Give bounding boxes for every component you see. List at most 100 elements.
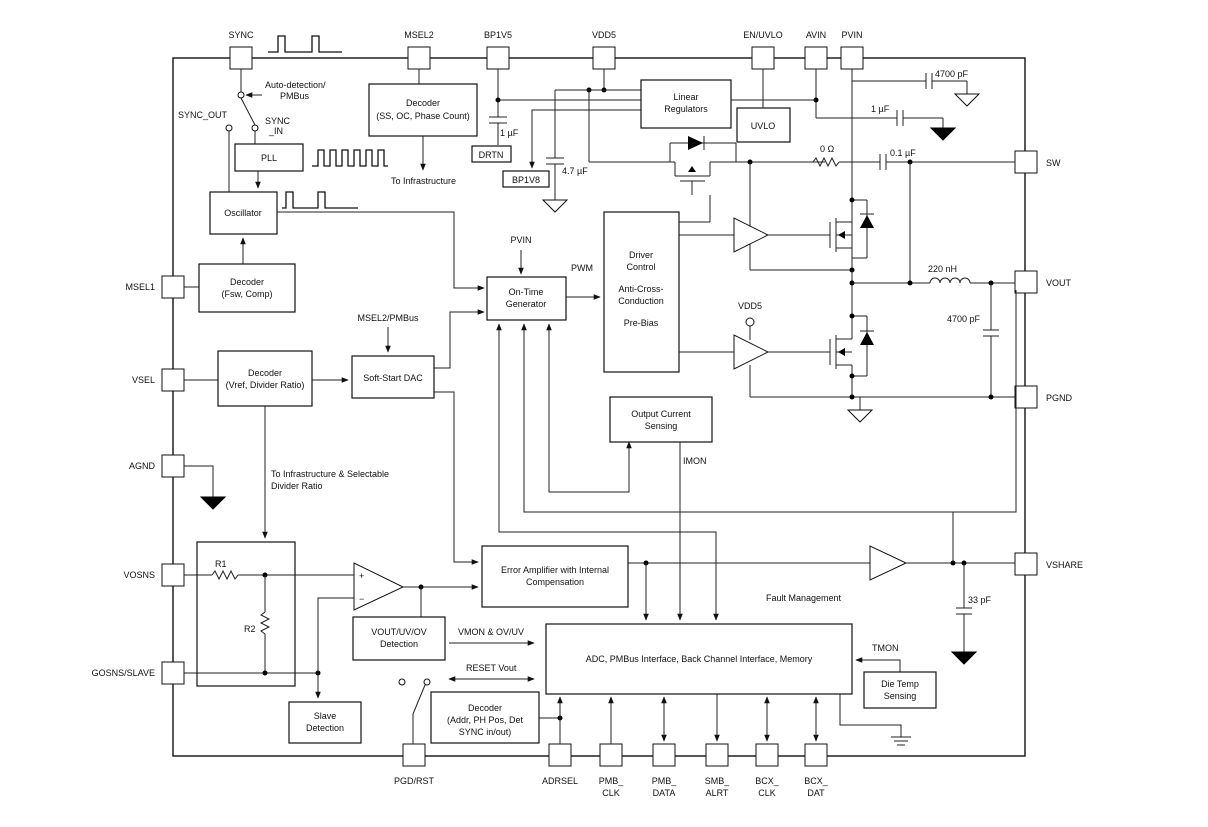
decoder-fsw-comp-block: Decoder (Fsw, Comp) <box>198 263 296 313</box>
pin-smb-alrt[interactable]: SMB_ ALRT <box>705 743 731 798</box>
output-current-sensing-block: Output Current Sensing <box>609 396 713 443</box>
vdd5-driver-label: VDD5 <box>738 301 762 311</box>
pin-bp1v5[interactable]: BP1V5 <box>484 30 512 70</box>
slave-detection-block: Slave Detection <box>288 701 362 744</box>
pin-vshare[interactable]: VSHARE <box>1014 552 1083 576</box>
tmon-label: TMON <box>872 643 899 653</box>
svg-text:Compensation: Compensation <box>526 577 584 587</box>
svg-text:Decoder: Decoder <box>230 277 264 287</box>
svg-text:UVLO: UVLO <box>751 121 776 131</box>
svg-text:DATA: DATA <box>653 788 676 798</box>
linear-regulators-block: Linear Regulators <box>640 79 732 129</box>
res-0ohm-label: 0 Ω <box>820 144 835 154</box>
svg-text:PGD/RST: PGD/RST <box>394 776 435 786</box>
svg-text:(Vref, Divider Ratio): (Vref, Divider Ratio) <box>226 380 305 390</box>
svg-text:PMB_: PMB_ <box>599 776 625 786</box>
pin-pmb-data[interactable]: PMB_ DATA <box>652 743 678 798</box>
pin-sync[interactable]: SYNC <box>228 30 254 70</box>
uvlo-block: UVLO <box>736 107 791 143</box>
svg-text:EN/UVLO: EN/UVLO <box>743 30 783 40</box>
pin-msel2[interactable]: MSEL2 <box>404 30 434 70</box>
cap-0p1uf-label: 0.1 µF <box>890 148 916 158</box>
pin-vout[interactable]: VOUT <box>1014 270 1072 294</box>
to-infra-divider-label-2: Divider Ratio <box>271 481 323 491</box>
msel2-pmbus-label: MSEL2/PMBus <box>357 313 419 323</box>
pin-bcx-clk[interactable]: BCX_ CLK <box>755 743 780 798</box>
oscillator-block: Oscillator <box>209 191 278 235</box>
pin-vosns[interactable]: VOSNS <box>123 563 185 587</box>
ground-icon <box>953 93 981 107</box>
pin-bcx-dat[interactable]: BCX_ DAT <box>804 743 829 798</box>
svg-text:Conduction: Conduction <box>618 296 664 306</box>
svg-text:Anti-Cross-: Anti-Cross- <box>618 284 663 294</box>
svg-text:Sensing: Sensing <box>884 691 917 701</box>
svg-text:PGND: PGND <box>1046 393 1073 403</box>
svg-text:Oscillator: Oscillator <box>224 208 262 218</box>
pin-avin[interactable]: AVIN <box>804 30 828 70</box>
svg-text:(Fsw, Comp): (Fsw, Comp) <box>221 289 272 299</box>
pin-vsel[interactable]: VSEL <box>132 368 185 392</box>
svg-text:SW: SW <box>1046 158 1061 168</box>
adc-pmbus-block: ADC, PMBus Interface, Back Channel Inter… <box>545 623 853 695</box>
pin-pvin[interactable]: PVIN <box>840 30 864 70</box>
pin-agnd[interactable]: AGND <box>129 454 185 478</box>
cap-1uf-bp-label: 1 µF <box>500 128 519 138</box>
ground-icon <box>199 496 227 510</box>
svg-text:BP1V8: BP1V8 <box>512 175 540 185</box>
decoder-vref-block: Decoder (Vref, Divider Ratio) <box>217 350 313 407</box>
svg-text:VSHARE: VSHARE <box>1046 560 1083 570</box>
svg-text:BCX_: BCX_ <box>804 776 829 786</box>
svg-text:Detection: Detection <box>306 723 344 733</box>
svg-text:AGND: AGND <box>129 461 156 471</box>
pin-pgd-rst[interactable]: PGD/RST <box>394 743 435 786</box>
low-side-driver-icon <box>733 334 770 370</box>
svg-text:DRTN: DRTN <box>479 150 504 160</box>
svg-text:GOSNS/SLAVE: GOSNS/SLAVE <box>92 668 155 678</box>
inductor-label: 220 nH <box>928 264 957 274</box>
vmon-label: VMON & OV/UV <box>458 627 524 637</box>
pin-vdd5[interactable]: VDD5 <box>592 30 616 70</box>
imon-label: IMON <box>683 456 707 466</box>
svg-text:AVIN: AVIN <box>806 30 826 40</box>
ground-icon <box>950 651 978 665</box>
decoder-ss-oc-block: Decoder (SS, OC, Phase Count) <box>368 83 478 137</box>
cap-4p7uf-label: 4.7 µF <box>562 166 588 176</box>
svg-text:MSEL2: MSEL2 <box>404 30 434 40</box>
pll-waveform-icon <box>312 149 388 167</box>
svg-text:ADC, PMBus Interface, Back Cha: ADC, PMBus Interface, Back Channel Inter… <box>586 654 813 664</box>
svg-text:ADRSEL: ADRSEL <box>542 776 578 786</box>
sync-in-label: SYNC <box>265 116 291 126</box>
pin-pgnd[interactable]: PGND <box>1014 385 1073 409</box>
svg-text:VOSNS: VOSNS <box>123 570 155 580</box>
pin-msel1[interactable]: MSEL1 <box>125 275 185 299</box>
svg-text:Control: Control <box>626 262 655 272</box>
svg-text:SMB_: SMB_ <box>705 776 731 786</box>
inductor-icon <box>929 277 971 284</box>
minus-label: − <box>359 594 364 604</box>
pin-gosns-slave[interactable]: GOSNS/SLAVE <box>92 661 185 685</box>
fault-management-label: Fault Management <box>766 593 842 603</box>
svg-text:Driver: Driver <box>629 250 653 260</box>
svg-text:MSEL1: MSEL1 <box>125 282 155 292</box>
pin-en-uvlo[interactable]: EN/UVLO <box>743 30 783 70</box>
ground-icon <box>846 409 874 423</box>
svg-text:PLL: PLL <box>261 153 277 163</box>
pin-adrsel[interactable]: ADRSEL <box>542 743 578 786</box>
resistor-r2-icon <box>259 611 271 635</box>
pvin-input-label: PVIN <box>510 235 531 245</box>
cap-33pf-label: 33 pF <box>968 595 992 605</box>
pin-sw[interactable]: SW <box>1014 150 1061 174</box>
svg-text:PMB_: PMB_ <box>652 776 678 786</box>
r2-label: R2 <box>244 624 256 634</box>
on-time-generator-block: On-Time Generator <box>486 276 567 321</box>
svg-text:BCX_: BCX_ <box>755 776 780 786</box>
svg-text:(SS, OC, Phase Count): (SS, OC, Phase Count) <box>376 111 470 121</box>
decoder-addr-block: Decoder (Addr, PH Pos, Det SYNC in/out) <box>430 691 540 744</box>
comparator-icon <box>353 562 405 611</box>
pwm-label: PWM <box>571 263 593 273</box>
svg-text:Soft-Start DAC: Soft-Start DAC <box>363 373 423 383</box>
pin-pmb-clk[interactable]: PMB_ CLK <box>599 743 625 798</box>
vout-detection-block: VOUT/UV/OV Detection <box>352 616 446 661</box>
svg-text:SYNC: SYNC <box>228 30 254 40</box>
